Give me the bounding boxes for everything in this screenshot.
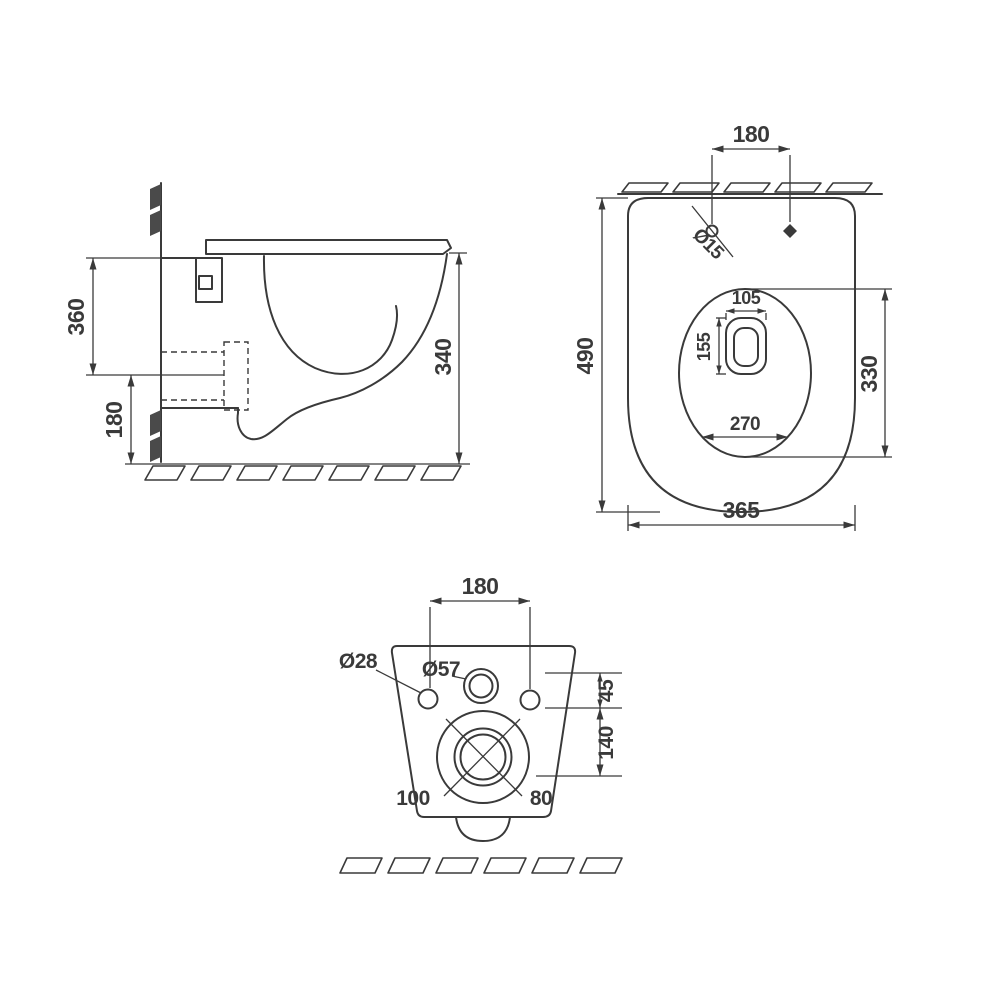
dim-label-100: 100 <box>396 787 430 810</box>
floor-hatch <box>339 857 623 874</box>
dim-label-490: 490 <box>572 338 598 375</box>
seat-outline <box>627 197 856 513</box>
leader-line-d15 <box>691 205 734 258</box>
seat-profile <box>205 239 452 255</box>
fixing-hole-right <box>519 689 541 711</box>
dim-label-180: 180 <box>733 121 770 147</box>
dim-label-180: 180 <box>101 402 127 439</box>
wall-hatch <box>150 184 161 210</box>
leader-line-d57 <box>451 675 467 680</box>
wall-hatch <box>150 210 161 236</box>
wall-hatch <box>621 182 873 193</box>
leader-line-80 <box>445 718 523 797</box>
mounting-hole-right-marker <box>783 224 797 238</box>
dim-label-45: 45 <box>595 679 618 702</box>
bowl-inner-curve <box>262 255 398 375</box>
flush-valve-outer <box>725 317 767 375</box>
dim-label-270: 270 <box>730 414 760 435</box>
dim-label-340: 340 <box>430 339 456 376</box>
mounting-frame-dashed <box>223 341 249 411</box>
inlet-hole-inner <box>468 673 494 699</box>
dim-label-d57: Ø57 <box>422 658 460 681</box>
dim-label-80: 80 <box>530 787 552 810</box>
bracket-hole <box>198 275 213 290</box>
wall-hatch <box>150 410 161 436</box>
leader-line-100 <box>443 718 521 797</box>
dim-label-d28: Ø28 <box>339 650 378 673</box>
dim-label-155: 155 <box>694 332 714 361</box>
top-view: Ø15 180 490 330 105 155 270 365 <box>572 121 892 531</box>
dim-label-105: 105 <box>732 288 761 308</box>
wall-hatch <box>150 436 161 462</box>
drain-hole-mid <box>453 727 513 787</box>
flush-valve-inner <box>733 327 759 367</box>
dim-label-140: 140 <box>595 726 618 760</box>
leader-line-d28 <box>375 669 422 694</box>
drain-hole-inner <box>459 733 507 781</box>
bottom-view: Ø28 Ø57 100 80 180 45 140 <box>339 573 623 874</box>
dim-label-330: 330 <box>856 356 882 393</box>
bowl-outline <box>236 253 448 441</box>
outlet-bump <box>455 816 511 842</box>
fixing-hole-left <box>417 688 439 710</box>
floor-hatch <box>144 465 462 481</box>
side-view: 360 180 340 <box>63 182 470 481</box>
mounting-hole-left <box>705 224 719 238</box>
dim-label-360: 360 <box>63 299 89 336</box>
dim-label-365: 365 <box>723 497 761 523</box>
dim-label-180: 180 <box>462 573 499 599</box>
